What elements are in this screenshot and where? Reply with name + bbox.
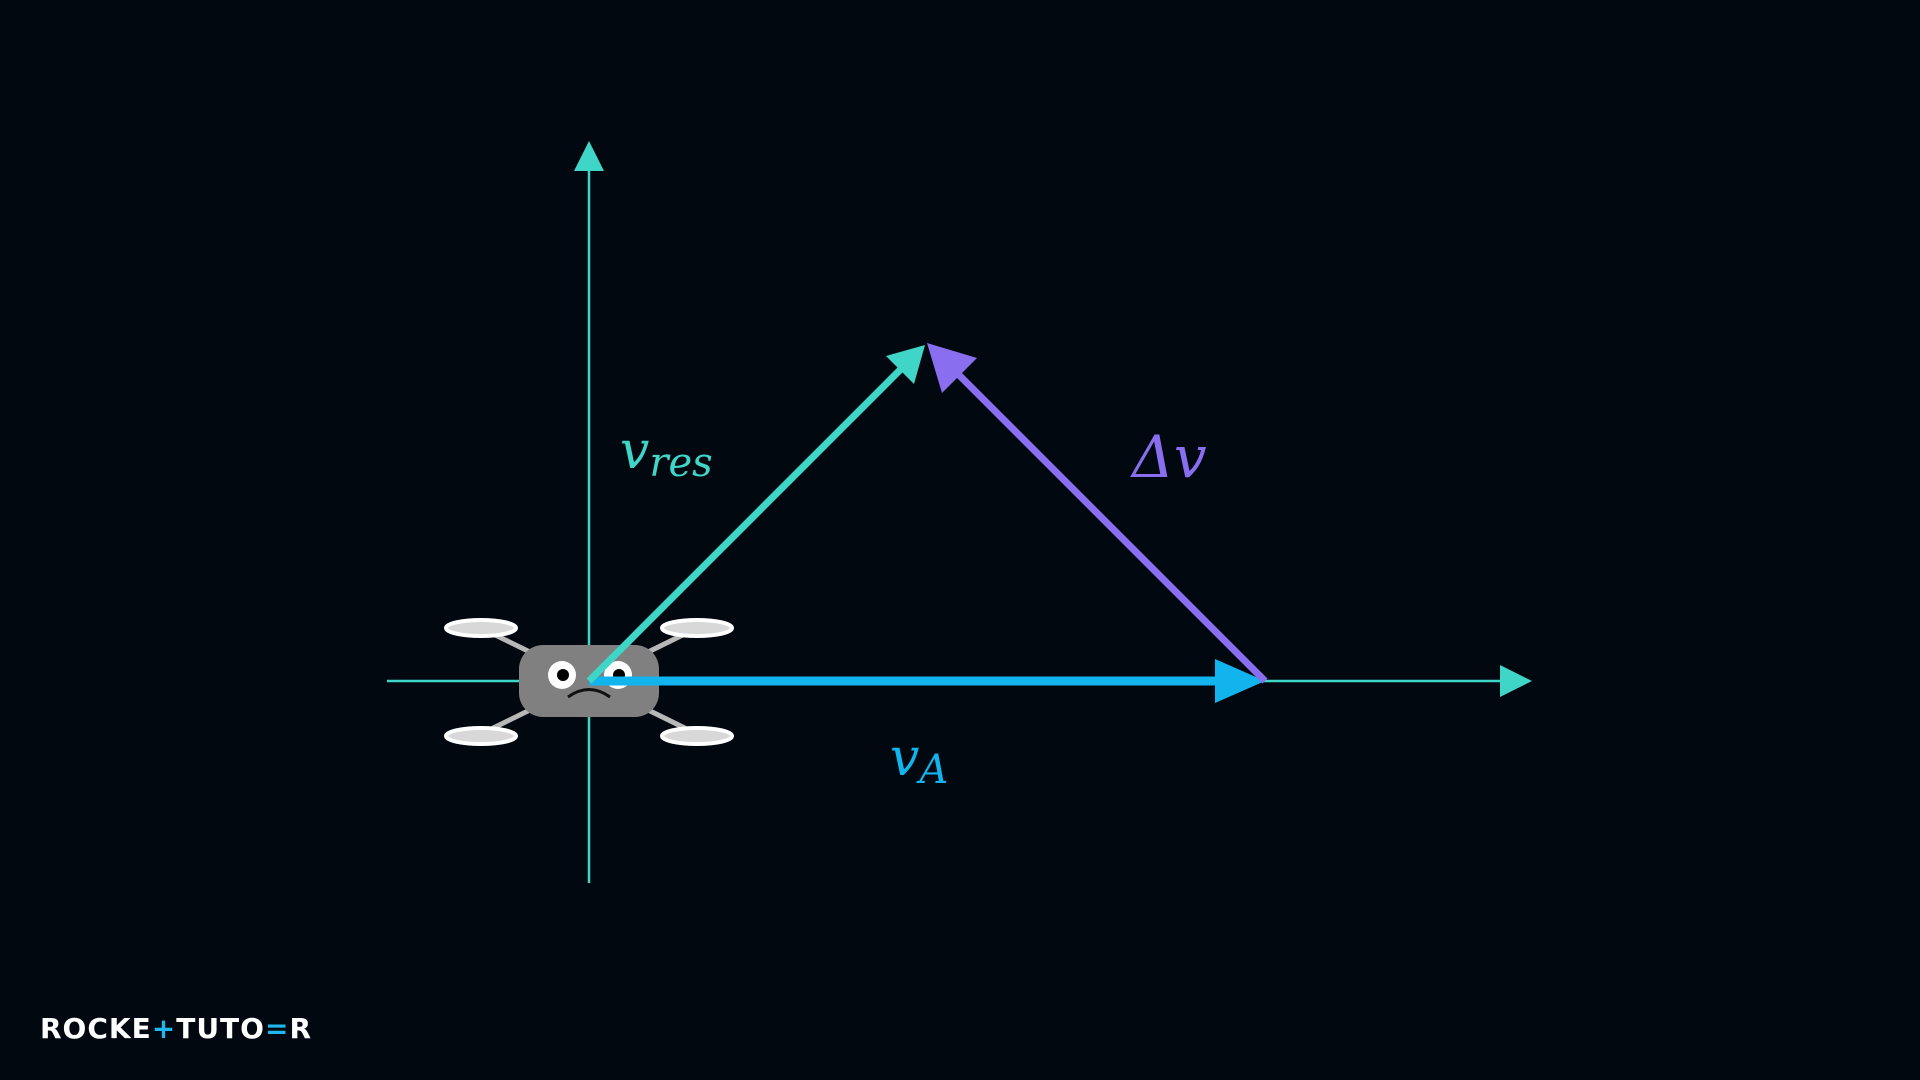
logo-accent-equals: = — [264, 1011, 290, 1045]
v-a-label: vA — [890, 728, 948, 793]
v-res-subscript: res — [649, 440, 712, 486]
delta-v-label: Δv — [1130, 423, 1207, 491]
rotor — [660, 726, 734, 746]
v-a-main: v — [890, 728, 919, 788]
logo-part3: R — [289, 1011, 312, 1045]
v-res-vector — [586, 345, 925, 684]
drone-mouth-frown — [567, 688, 611, 699]
logo-accent-plus: + — [151, 1011, 177, 1045]
delta-v-vector — [927, 343, 1268, 684]
v-res-shaft — [586, 362, 908, 684]
rotor — [444, 726, 518, 746]
v-res-main: v — [620, 421, 649, 481]
x-axis-arrowhead — [1500, 665, 1532, 697]
delta-v-arrowhead — [927, 343, 977, 393]
rotor — [444, 618, 518, 638]
v-a-subscript: A — [915, 747, 948, 793]
v-res-arrowhead — [886, 345, 925, 384]
rotor — [660, 618, 734, 638]
v-res-label: vres — [620, 421, 713, 486]
axes — [387, 141, 1532, 883]
logo-part1: ROCKE — [40, 1011, 152, 1045]
v-a-vector — [589, 659, 1265, 703]
logo-part2: TUTO — [176, 1011, 265, 1045]
rockettutor-logo: ROCKE+TUTO=R — [40, 1010, 312, 1046]
v-a-arrowhead — [1215, 659, 1265, 703]
y-axis-arrowhead — [574, 141, 604, 171]
drone-pupil-left — [557, 669, 569, 681]
delta-v-shaft — [947, 363, 1268, 684]
